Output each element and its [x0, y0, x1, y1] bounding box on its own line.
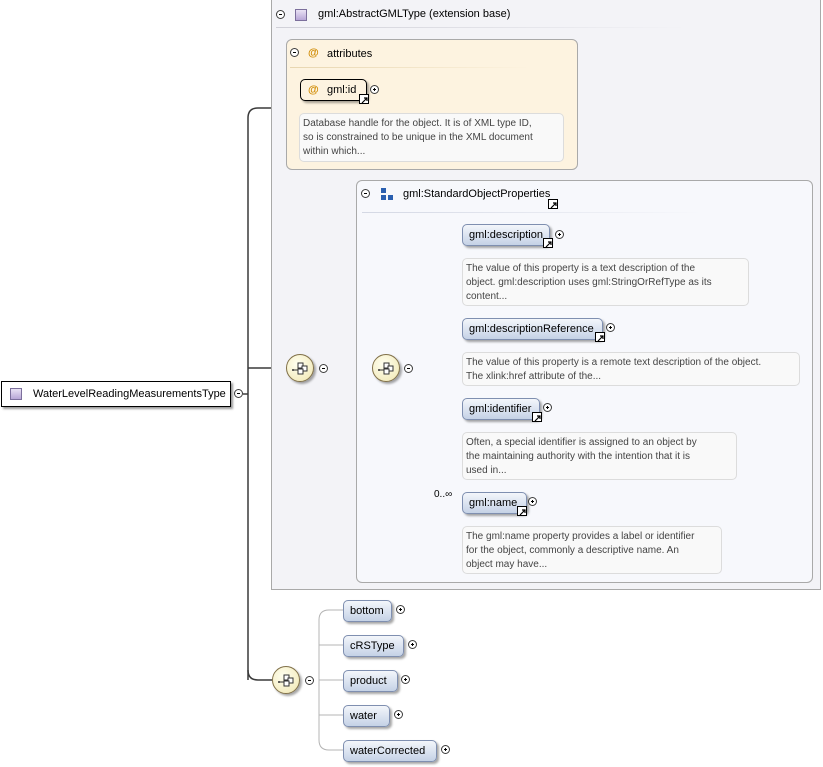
element-waterCorrected[interactable]: waterCorrected: [343, 740, 437, 762]
element-water[interactable]: water: [343, 705, 390, 727]
attribute-at-icon: @: [308, 47, 319, 59]
reference-arrow-icon: [517, 506, 527, 516]
attribute-gml-id[interactable]: gml:id: [300, 79, 367, 101]
sequence-collapse-icon[interactable]: [319, 364, 328, 373]
gml-identifier-documentation: Often, a special identifier is assigned …: [462, 432, 737, 480]
extension-header-underline: [276, 27, 686, 28]
group-ref-label[interactable]: gml:StandardObjectProperties: [403, 188, 551, 200]
type-icon: [295, 9, 307, 21]
gml-id-documentation: Database handle for the object. It is of…: [299, 113, 564, 162]
attributes-header-underline: [290, 67, 530, 68]
attributes-label: attributes: [327, 48, 373, 60]
gml-id-label: gml:id: [327, 84, 357, 96]
element-bottom[interactable]: bottom: [343, 600, 392, 622]
reference-arrow-icon: [595, 332, 605, 342]
extension-collapse-icon[interactable]: [276, 10, 285, 19]
cRSType-expand-icon[interactable]: [408, 640, 417, 649]
gml-description-expand-icon[interactable]: [555, 230, 564, 239]
root-type-node[interactable]: WaterLevelReadingMeasurementsType: [1, 381, 231, 407]
type-icon: [10, 388, 22, 400]
gml-description-documentation: The value of this property is a text des…: [462, 258, 749, 306]
attributes-collapse-icon[interactable]: [290, 48, 299, 57]
extension-label: gml:AbstractGMLType (extension base): [318, 8, 511, 20]
bottom-expand-icon[interactable]: [396, 605, 405, 614]
element-cRSType[interactable]: cRSType: [343, 635, 404, 657]
reference-arrow-icon: [359, 94, 369, 104]
element-gml-name[interactable]: gml:name: [462, 492, 527, 514]
group-icon: [381, 188, 393, 200]
reference-arrow-icon: [548, 199, 558, 209]
element-gml-identifier[interactable]: gml:identifier: [462, 398, 540, 420]
sequence-icon[interactable]: [286, 354, 314, 382]
reference-arrow-icon: [532, 412, 542, 422]
sequence-icon[interactable]: [372, 354, 400, 382]
product-expand-icon[interactable]: [401, 675, 410, 684]
group-collapse-icon[interactable]: [361, 189, 370, 198]
gml-name-multiplicity: 0..∞: [434, 489, 453, 500]
waterCorrected-expand-icon[interactable]: [441, 745, 450, 754]
root-collapse-icon[interactable]: [234, 389, 243, 398]
sequence-icon[interactable]: [272, 666, 300, 694]
gml-descriptionReference-documentation: The value of this property is a remote t…: [462, 352, 800, 386]
element-gml-description[interactable]: gml:description: [462, 224, 550, 246]
attribute-at-icon: @: [308, 84, 319, 96]
gml-id-expand-icon[interactable]: [370, 85, 379, 94]
gml-name-expand-icon[interactable]: [528, 497, 537, 506]
gml-name-documentation: The gml:name property provides a label o…: [462, 526, 722, 574]
gml-identifier-expand-icon[interactable]: [543, 403, 552, 412]
reference-arrow-icon: [543, 238, 553, 248]
group-header-underline: [362, 212, 702, 213]
sequence-collapse-icon[interactable]: [305, 676, 314, 685]
element-product[interactable]: product: [343, 670, 398, 692]
gml-descriptionReference-expand-icon[interactable]: [606, 323, 615, 332]
element-gml-descriptionReference[interactable]: gml:descriptionReference: [462, 318, 603, 340]
sequence-collapse-icon[interactable]: [404, 364, 413, 373]
water-expand-icon[interactable]: [394, 710, 403, 719]
